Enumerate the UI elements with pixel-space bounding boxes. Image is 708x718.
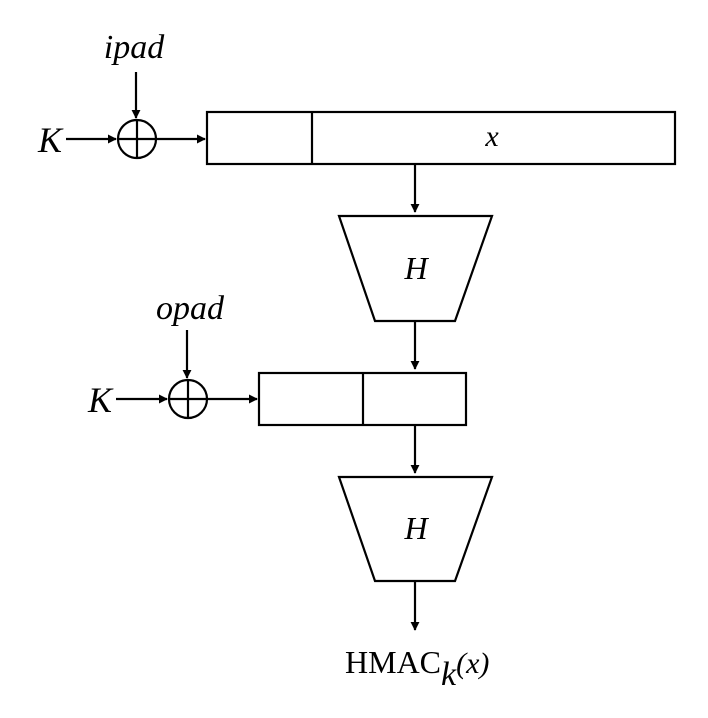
hash1-label: H [403, 250, 429, 286]
inner-input-block [205, 110, 677, 166]
xor-bottom-icon [167, 378, 209, 420]
ipad-label: ipad [104, 29, 165, 66]
hash-function-2 [337, 475, 494, 583]
key-label-bottom: K [87, 380, 114, 420]
output-label-base: HMAC [345, 644, 441, 680]
opad-label: opad [156, 290, 225, 327]
message-label: x [484, 120, 499, 153]
output-label-subscript: k [441, 656, 457, 693]
key-label-top: K [37, 120, 64, 160]
hash-function-1 [337, 214, 494, 323]
xor-top-icon [116, 118, 158, 160]
output-label-argument: (x) [456, 647, 489, 680]
hash2-label: H [403, 510, 429, 546]
output-label: HMACk(x) [345, 644, 489, 693]
